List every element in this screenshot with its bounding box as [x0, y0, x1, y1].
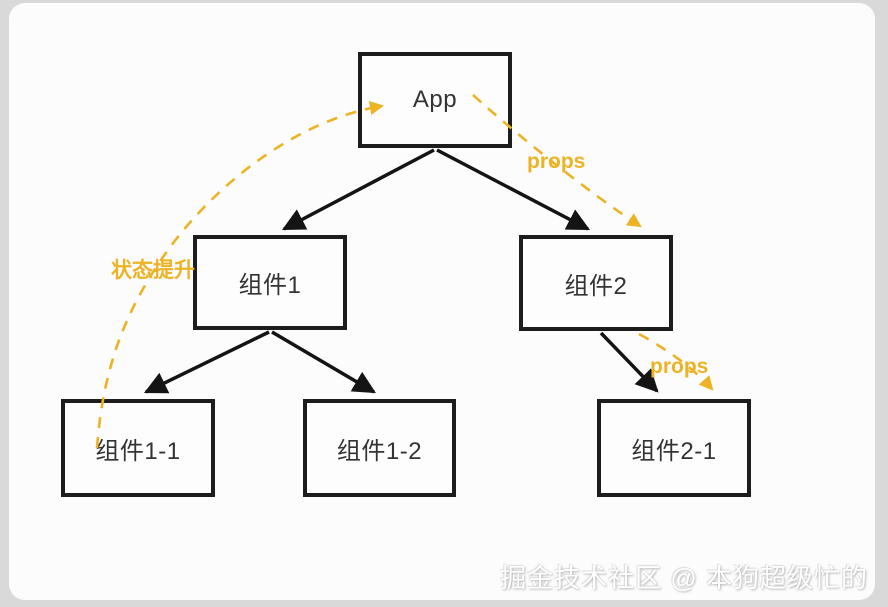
- watermark-text: 掘金技术社区 @ 本狗超级忙的: [500, 563, 868, 593]
- node-comp1-1: 组件1-1: [61, 399, 215, 497]
- state-lift-label: 状态提升: [111, 259, 195, 282]
- node-comp1-1-label: 组件1-1: [95, 437, 181, 465]
- props-label-top: props: [527, 150, 586, 173]
- node-comp1-label: 组件1: [238, 272, 302, 299]
- node-comp2: 组件2: [519, 235, 673, 331]
- node-comp1-2-label: 组件1-2: [336, 437, 423, 465]
- node-comp1-2: 组件1-2: [303, 399, 456, 497]
- node-app: App: [358, 52, 512, 148]
- node-comp2-1-label: 组件2-1: [631, 437, 717, 465]
- node-app-label: App: [412, 86, 458, 113]
- node-comp2-1: 组件2-1: [597, 399, 751, 497]
- props-label-bottom: props: [650, 355, 709, 378]
- node-comp2-label: 组件2: [564, 272, 628, 300]
- node-comp1: 组件1: [193, 235, 347, 330]
- diagram-canvas: App 组件1 组件2 组件1-1 组件1-2 组件2-1: [9, 3, 875, 600]
